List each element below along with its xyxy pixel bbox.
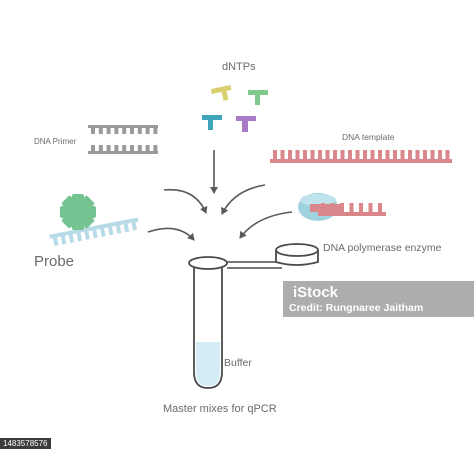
primer-base xyxy=(122,128,127,134)
template-backbone xyxy=(270,159,452,163)
primer-base xyxy=(114,145,119,151)
probe-base xyxy=(92,229,98,239)
primer-base xyxy=(153,128,158,134)
dntps-label: dNTPs xyxy=(222,61,256,73)
buffer-label: Buffer xyxy=(224,357,252,369)
template-base xyxy=(415,150,420,159)
enzyme-template-base xyxy=(368,203,373,212)
dna-primer-label: DNA Primer xyxy=(34,137,77,146)
template-base xyxy=(445,150,450,159)
primer-base xyxy=(137,145,142,151)
primer-base xyxy=(106,128,111,134)
enzyme-template-base xyxy=(330,203,335,212)
template-base xyxy=(273,150,277,159)
template-base xyxy=(385,150,390,159)
enzyme-template-base xyxy=(340,203,344,212)
arrow-from-probe xyxy=(147,227,195,241)
enzyme-template-base xyxy=(349,203,354,212)
template-base xyxy=(348,150,352,159)
probe-label: Probe xyxy=(34,253,74,270)
dntp-green xyxy=(248,90,268,105)
stock-id-badge: 1483578576 xyxy=(0,438,51,449)
enzyme-template-backbone xyxy=(318,212,386,216)
template-base xyxy=(378,150,382,159)
primer-base xyxy=(137,128,142,134)
primer-base xyxy=(130,128,134,134)
primer-base xyxy=(153,145,158,151)
dna-template-strand xyxy=(270,150,452,163)
probe-base xyxy=(100,228,106,237)
template-base xyxy=(423,150,427,159)
watermark-brand: iStock xyxy=(293,284,339,301)
probe-base xyxy=(131,222,137,231)
dna-polymerase-label: DNA polymerase enzyme xyxy=(323,242,442,254)
template-base xyxy=(325,150,330,159)
watermark-credit: Credit: Rungnaree Jaitham xyxy=(289,302,424,314)
pcr-tube xyxy=(188,243,319,389)
arrow-from-template xyxy=(221,184,266,215)
probe-base xyxy=(68,234,75,243)
primer-base xyxy=(122,145,127,151)
arrow-from-primer xyxy=(163,188,208,214)
probe-base xyxy=(60,235,67,245)
probe-base xyxy=(115,225,122,234)
template-base xyxy=(280,150,285,159)
probe-base xyxy=(107,226,114,236)
template-base xyxy=(400,150,405,159)
template-base xyxy=(310,150,315,159)
template-base xyxy=(355,150,360,159)
primer-base xyxy=(114,128,119,134)
probe-strand xyxy=(49,217,139,246)
template-base xyxy=(295,150,300,159)
enzyme-template-base xyxy=(321,203,325,212)
primer-base xyxy=(98,145,103,151)
buffer-liquid xyxy=(196,342,220,386)
stock-watermark: iStock Credit: Rungnaree Jaitham xyxy=(283,281,474,317)
primer-backbone xyxy=(88,125,158,128)
template-base xyxy=(318,150,322,159)
dntp-yellow xyxy=(210,84,232,101)
template-base xyxy=(438,150,442,159)
arrows xyxy=(147,150,293,241)
probe-base xyxy=(84,231,90,240)
primer-base xyxy=(98,128,103,134)
dna-polymerase-enzyme-icon xyxy=(298,193,386,221)
primer-backbone xyxy=(88,151,158,154)
probe-backbone xyxy=(49,217,139,239)
template-base xyxy=(363,150,367,159)
dna-primer-strand xyxy=(88,125,158,154)
probe-base xyxy=(123,223,130,233)
dntp-purple xyxy=(236,116,256,132)
dna-template-label: DNA template xyxy=(342,132,395,142)
primer-base xyxy=(130,145,134,151)
primer-base xyxy=(91,128,95,134)
caption: Master mixes for qPCR xyxy=(163,403,277,415)
template-base xyxy=(430,150,435,159)
dntp-teal xyxy=(202,115,222,130)
template-base xyxy=(340,150,345,159)
enzyme-template-base xyxy=(378,203,382,212)
template-base xyxy=(333,150,337,159)
arrow-from-enzyme xyxy=(239,211,293,239)
probe-fluorophore-icon xyxy=(60,194,96,230)
template-base xyxy=(408,150,412,159)
primer-base xyxy=(145,145,150,151)
primer-base xyxy=(145,128,150,134)
template-base xyxy=(393,150,397,159)
primer-base xyxy=(106,145,111,151)
probe-base xyxy=(53,237,59,246)
template-base xyxy=(370,150,375,159)
template-base xyxy=(288,150,292,159)
template-base xyxy=(303,150,307,159)
probe-base xyxy=(76,232,83,242)
primer-base xyxy=(91,145,95,151)
enzyme-template-base xyxy=(359,203,363,212)
